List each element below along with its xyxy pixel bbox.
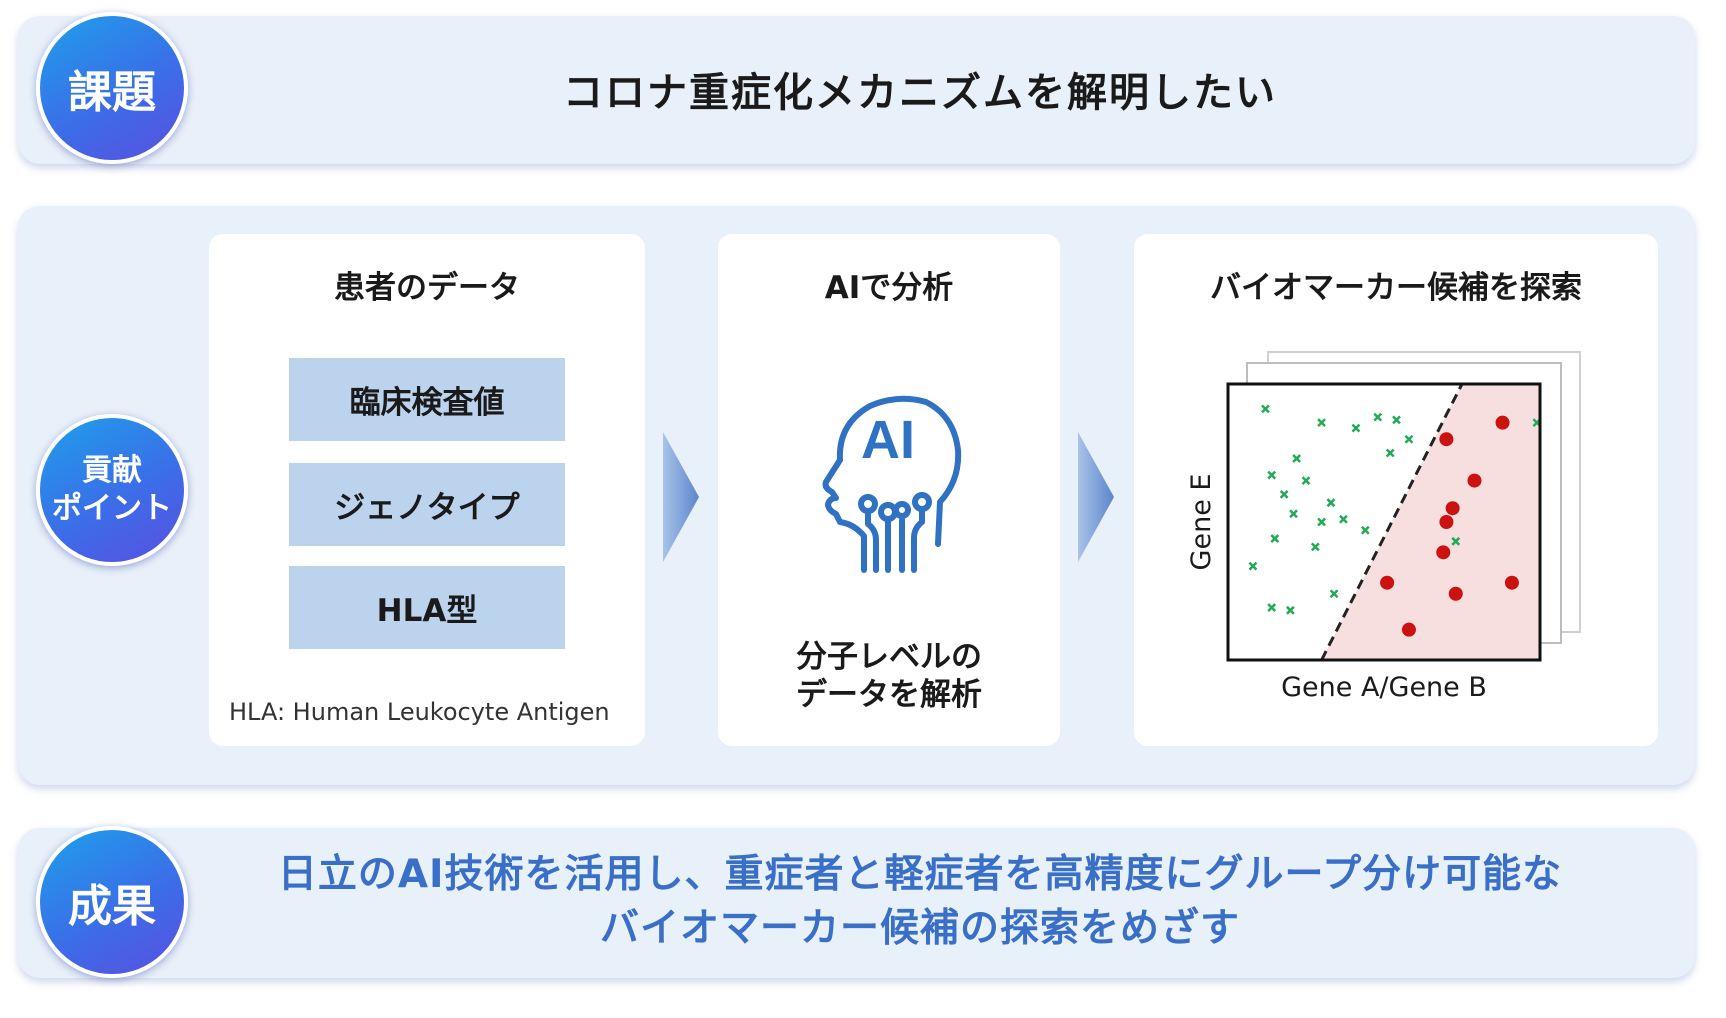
issue-badge: 課題 xyxy=(36,12,188,164)
mild-point-marker xyxy=(1289,509,1298,519)
mild-point-marker xyxy=(1292,454,1302,463)
severe-point-marker xyxy=(1504,575,1519,590)
hla-type-box: HLA型 xyxy=(289,566,565,649)
hla-footnote: HLA: Human Leukocyte Antigen xyxy=(229,698,610,726)
mild-point-marker xyxy=(1451,536,1461,546)
decision-boundary xyxy=(1320,383,1464,661)
result-band xyxy=(18,828,1695,978)
mild-point-marker xyxy=(1317,517,1326,527)
ai-analysis-title: AIで分析 xyxy=(824,270,954,306)
mild-point-marker xyxy=(1270,534,1280,543)
severe-point-marker xyxy=(1436,545,1451,560)
chevron-right-icon xyxy=(663,432,699,562)
genotype-box: ジェノタイプ xyxy=(289,463,565,546)
severe-point-marker xyxy=(1445,501,1460,516)
scatter-plot: Gene A/Gene B Gene E xyxy=(1186,351,1581,703)
mild-point-marker xyxy=(1385,448,1395,458)
mild-point-marker xyxy=(1310,542,1320,552)
mild-point-marker xyxy=(1267,603,1277,612)
chevron-right-icon xyxy=(1078,432,1114,562)
mild-point-marker xyxy=(1360,525,1370,535)
mild-point-marker xyxy=(1261,404,1270,414)
mild-point-marker xyxy=(1329,589,1339,599)
ai-analysis-caption: 分子レベルの データを解析 xyxy=(796,639,982,713)
mild-point-marker xyxy=(1279,490,1289,499)
severe-point-marker xyxy=(1439,432,1454,447)
severe-point-marker xyxy=(1401,622,1416,637)
mild-point-marker xyxy=(1248,561,1258,571)
biomarker-panel: バイオマーカー候補を探索 Gene A/Gene B Gene E xyxy=(1134,234,1658,746)
severe-region xyxy=(1321,384,1540,660)
mild-point-marker xyxy=(1373,412,1383,422)
issue-band xyxy=(18,16,1695,164)
mild-point-marker xyxy=(1339,514,1348,524)
contribution-badge: 貢献 ポイント xyxy=(36,414,188,566)
biomarker-title: バイオマーカー候補を探索 xyxy=(1210,270,1582,306)
result-badge: 成果 xyxy=(36,826,188,978)
result-text: 日立のAI技術を活用し、重症者と軽症者を高精度にグループ分け可能な バイオマーカ… xyxy=(277,852,1563,951)
plot-frame xyxy=(1226,382,1542,662)
mild-point-marker xyxy=(1404,434,1414,444)
mild-point-marker xyxy=(1326,498,1336,508)
mild-point-marker xyxy=(1392,415,1401,425)
patient-data-panel: 患者のデータ 臨床検査値 ジェノタイプ HLA型 HLA: Human Leuk… xyxy=(209,234,645,746)
ai-icon-label: AI xyxy=(861,410,915,470)
severe-point-marker xyxy=(1467,473,1482,488)
severe-point-marker xyxy=(1439,515,1454,529)
severe-point-marker xyxy=(1380,575,1395,590)
mild-point-marker xyxy=(1351,423,1361,433)
mild-point-marker xyxy=(1267,470,1277,480)
mild-point-marker xyxy=(1301,476,1311,485)
severe-point-marker xyxy=(1495,415,1510,430)
clinical-values-box: 臨床検査値 xyxy=(289,358,565,441)
issue-text: コロナ重症化メカニズムを解明したい xyxy=(563,70,1277,116)
x-axis-label: Gene A/Gene B xyxy=(1281,672,1487,703)
patient-data-title: 患者のデータ xyxy=(334,270,520,306)
ai-head-icon: AI xyxy=(822,395,962,573)
mild-point-marker xyxy=(1317,418,1326,428)
severe-point-marker xyxy=(1448,586,1463,601)
y-axis-label: Gene E xyxy=(1186,474,1217,571)
mild-point-marker xyxy=(1286,605,1295,615)
ai-analysis-panel: AIで分析 AI 分子レベルの データを解析 xyxy=(718,234,1060,746)
